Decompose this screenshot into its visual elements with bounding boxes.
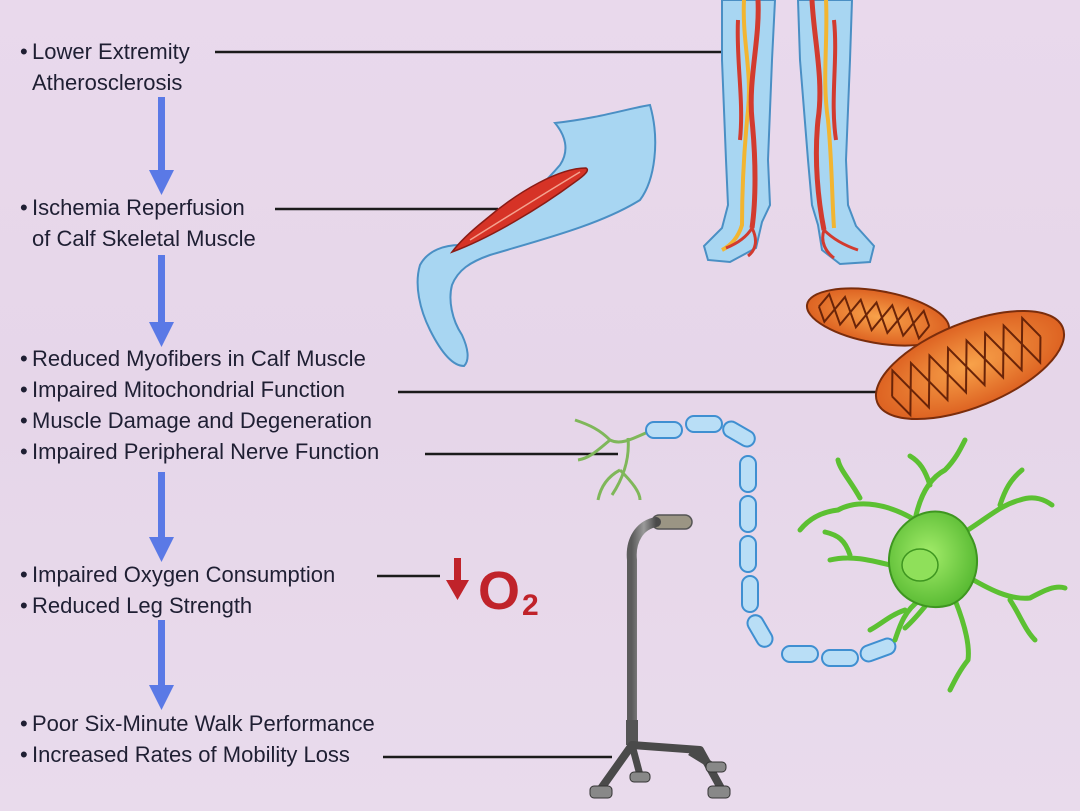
decrease-arrow-icon xyxy=(446,558,469,600)
calf-illustration xyxy=(416,103,657,368)
list-item: Impaired Oxygen Consumption xyxy=(32,562,336,587)
legs-illustration xyxy=(702,0,876,266)
cane-illustration xyxy=(589,514,731,799)
connector-lines xyxy=(215,50,880,759)
arrow-down-icon xyxy=(149,255,174,347)
arrow-down-icon xyxy=(149,97,174,195)
neuron-illustration xyxy=(574,415,1068,693)
step-ischemia: •Ischemia Reperfusion of Calf Skeletal M… xyxy=(20,195,256,251)
list-item: Reduced Leg Strength xyxy=(32,593,253,618)
step-muscle-effects: •Reduced Myofibers in Calf Muscle •Impai… xyxy=(20,346,380,464)
list-item: Impaired Peripheral Nerve Function xyxy=(32,439,380,464)
flow-arrows xyxy=(149,97,174,710)
step-ischemia-line2: of Calf Skeletal Muscle xyxy=(32,226,256,251)
oxygen-symbol-subscript: 2 xyxy=(522,589,539,622)
step-ischemia-line1: Ischemia Reperfusion xyxy=(32,195,245,220)
mitochondria-illustration xyxy=(805,287,1066,421)
step-atherosclerosis: •Lower Extremity Atherosclerosis xyxy=(20,39,190,95)
list-item: Impaired Mitochondrial Function xyxy=(32,377,346,402)
oxygen-symbol-main: O xyxy=(478,561,521,621)
arrow-down-icon xyxy=(149,620,174,710)
step-outcomes: •Poor Six-Minute Walk Performance •Incre… xyxy=(20,711,375,767)
oxygen-symbol: O2 xyxy=(478,560,539,623)
list-item: Poor Six-Minute Walk Performance xyxy=(32,711,375,736)
step-atherosclerosis-line2: Atherosclerosis xyxy=(32,70,183,95)
list-item: Muscle Damage and Degeneration xyxy=(32,408,372,433)
arrow-down-icon xyxy=(149,472,174,562)
step-function-effects: •Impaired Oxygen Consumption •Reduced Le… xyxy=(20,562,336,618)
list-item: Reduced Myofibers in Calf Muscle xyxy=(32,346,366,371)
list-item: Increased Rates of Mobility Loss xyxy=(32,742,350,767)
step-atherosclerosis-line1: Lower Extremity xyxy=(32,39,190,64)
